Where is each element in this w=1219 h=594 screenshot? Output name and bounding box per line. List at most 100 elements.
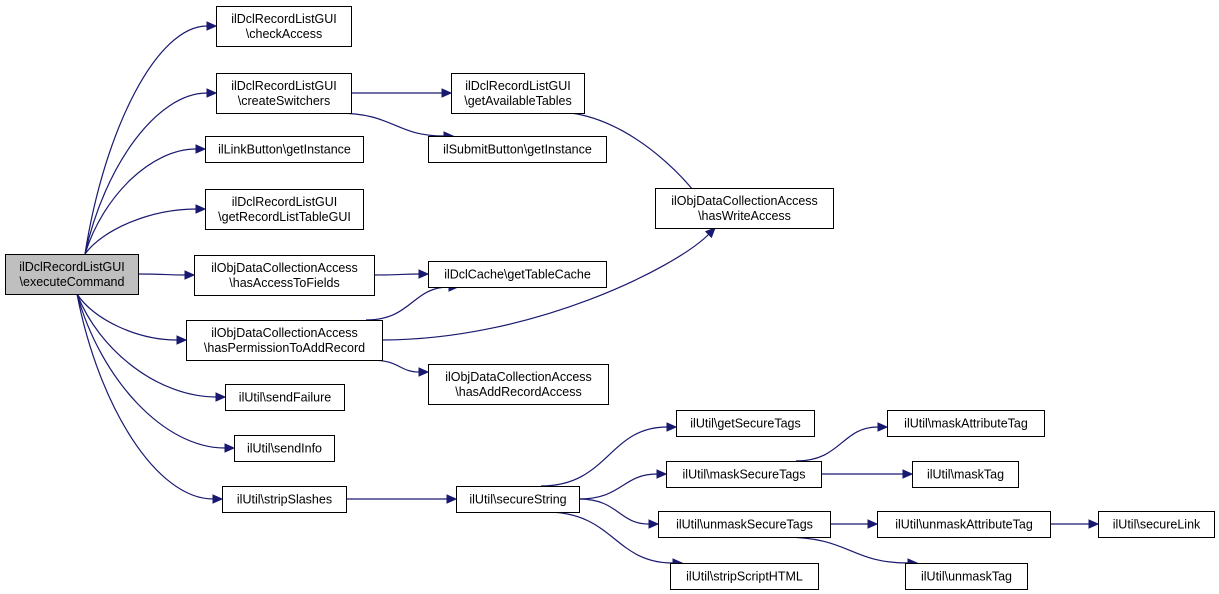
node-box: [234, 435, 335, 462]
arrowhead: [184, 270, 196, 280]
arrowhead: [418, 269, 430, 279]
edge-line: [335, 112, 445, 137]
edge-line: [137, 273, 186, 276]
node-box: [1098, 511, 1215, 538]
edge-has-permission-to-add-record-to-has-write-access: [381, 227, 716, 341]
arrowhead: [666, 422, 678, 432]
edge-line: [578, 473, 658, 500]
node-send-failure[interactable]: ilUtil\sendFailure: [225, 384, 345, 411]
node-box: [905, 563, 1028, 590]
node-box: [887, 410, 1045, 437]
edge-line: [578, 498, 650, 525]
edge-unmask-secure-tags-to-unmask-tag: [782, 536, 919, 568]
edge-line: [795, 426, 879, 462]
node-box: [216, 73, 352, 114]
arrowhead: [1088, 519, 1100, 529]
arrowhead: [877, 422, 889, 432]
node-label-line: \hasAccessToFields: [229, 276, 339, 290]
node-box: [5, 254, 139, 295]
edge-line: [370, 359, 420, 373]
node-box: [655, 188, 834, 229]
edge-execute-command-to-check-access: [84, 21, 218, 255]
arrowhead: [195, 204, 207, 214]
edge-line: [76, 293, 226, 449]
node-mask-attribute-tag[interactable]: ilUtil\maskAttributeTag: [887, 410, 1045, 437]
node-box: [456, 486, 580, 513]
node-strip-slashes[interactable]: ilUtil\stripSlashes: [222, 486, 347, 513]
arrowhead: [195, 144, 207, 154]
arrowhead: [176, 335, 188, 345]
node-label-line: ilSubmitButton\getInstance: [443, 143, 592, 157]
node-unmask-attribute-tag[interactable]: ilUtil\unmaskAttributeTag: [877, 511, 1051, 538]
edge-line: [84, 148, 197, 255]
node-check-access[interactable]: ilDclRecordListGUI\checkAccess: [216, 6, 352, 47]
node-secure-link[interactable]: ilUtil\secureLink: [1098, 511, 1215, 538]
edge-line: [84, 208, 197, 255]
arrowhead: [656, 469, 668, 479]
node-create-switchers[interactable]: ilDclRecordListGUI\createSwitchers: [216, 73, 352, 114]
node-mask-tag[interactable]: ilUtil\maskTag: [912, 461, 1019, 488]
node-label-line: ilDclRecordListGUI: [232, 195, 338, 209]
node-get-secure-tags[interactable]: ilUtil\getSecureTags: [676, 410, 815, 437]
node-label-line: ilUtil\unmaskAttributeTag: [895, 518, 1033, 532]
node-label-line: ilLinkButton\getInstance: [218, 143, 351, 157]
nodes-layer: ilDclRecordListGUI\executeCommandilDclRe…: [5, 6, 1215, 590]
edge-line: [373, 273, 420, 276]
edge-execute-command-to-get-instance-link: [84, 144, 207, 255]
node-get-available-tables[interactable]: ilDclRecordListGUI\getAvailableTables: [451, 73, 585, 114]
arrowhead: [867, 519, 879, 529]
node-label-line: \executeCommand: [20, 275, 125, 289]
edge-line: [545, 511, 674, 564]
node-get-instance-submit[interactable]: ilSubmitButton\getInstance: [428, 136, 607, 163]
node-box: [676, 410, 815, 437]
node-has-permission-to-add-record[interactable]: ilObjDataCollectionAccess\hasPermissionT…: [186, 320, 383, 361]
edge-line: [381, 233, 710, 341]
node-label-line: ilDclRecordListGUI: [465, 79, 571, 93]
edge-execute-command-to-strip-slashes: [76, 293, 224, 504]
edge-create-switchers-to-get-available-tables: [351, 88, 453, 98]
node-get-instance-link[interactable]: ilLinkButton\getInstance: [205, 136, 364, 163]
node-secure-string[interactable]: ilUtil\secureString: [456, 486, 580, 513]
node-label-line: ilDclRecordListGUI: [231, 79, 337, 93]
edge-unmask-secure-tags-to-unmask-attribute-tag: [830, 519, 879, 529]
edge-execute-command-to-has-permission-to-add-record: [76, 293, 188, 345]
node-label-line: \getAvailableTables: [464, 94, 571, 108]
node-mask-secure-tags[interactable]: ilUtil\maskSecureTags: [666, 461, 822, 488]
edge-mask-secure-tags-to-mask-attribute-tag: [795, 422, 889, 462]
node-label-line: \hasPermissionToAddRecord: [204, 341, 365, 355]
node-box: [428, 261, 607, 288]
node-box: [666, 461, 822, 488]
node-label-line: ilObjDataCollectionAccess: [445, 370, 592, 384]
edge-line: [782, 536, 909, 564]
node-execute-command[interactable]: ilDclRecordListGUI\executeCommand: [5, 254, 139, 295]
node-strip-script-html[interactable]: ilUtil\stripScriptHTML: [670, 563, 819, 590]
node-get-record-list-table-gui[interactable]: ilDclRecordListGUI\getRecordListTableGUI: [205, 189, 364, 230]
node-label-line: \hasWriteAccess: [698, 209, 791, 223]
node-label-line: ilUtil\maskSecureTags: [683, 468, 806, 482]
node-box: [186, 320, 383, 361]
node-box: [225, 384, 345, 411]
node-box: [877, 511, 1051, 538]
node-has-access-to-fields[interactable]: ilObjDataCollectionAccess\hasAccessToFie…: [194, 255, 375, 296]
node-label-line: ilUtil\maskAttributeTag: [904, 417, 1028, 431]
node-label-line: \getRecordListTableGUI: [218, 210, 351, 224]
node-get-table-cache[interactable]: ilDclCache\getTableCache: [428, 261, 607, 288]
node-box: [205, 189, 364, 230]
node-unmask-secure-tags[interactable]: ilUtil\unmaskSecureTags: [658, 511, 831, 538]
node-label-line: ilObjDataCollectionAccess: [671, 194, 818, 208]
node-label-line: ilUtil\sendInfo: [247, 442, 322, 456]
node-has-add-record-access[interactable]: ilObjDataCollectionAccess\hasAddRecordAc…: [428, 364, 609, 405]
node-label-line: ilObjDataCollectionAccess: [211, 261, 358, 275]
edge-execute-command-to-send-info: [76, 293, 236, 453]
node-unmask-tag[interactable]: ilUtil\unmaskTag: [905, 563, 1028, 590]
node-label-line: \checkAccess: [246, 27, 322, 41]
node-has-write-access[interactable]: ilObjDataCollectionAccess\hasWriteAccess: [655, 188, 834, 229]
node-send-info[interactable]: ilUtil\sendInfo: [234, 435, 335, 462]
node-label-line: ilUtil\getSecureTags: [690, 417, 800, 431]
edge-execute-command-to-send-failure: [76, 293, 227, 402]
node-label-line: ilUtil\unmaskSecureTags: [676, 518, 813, 532]
node-label-line: ilUtil\stripSlashes: [237, 493, 332, 507]
arrowhead: [224, 443, 236, 453]
edge-line: [365, 286, 450, 321]
